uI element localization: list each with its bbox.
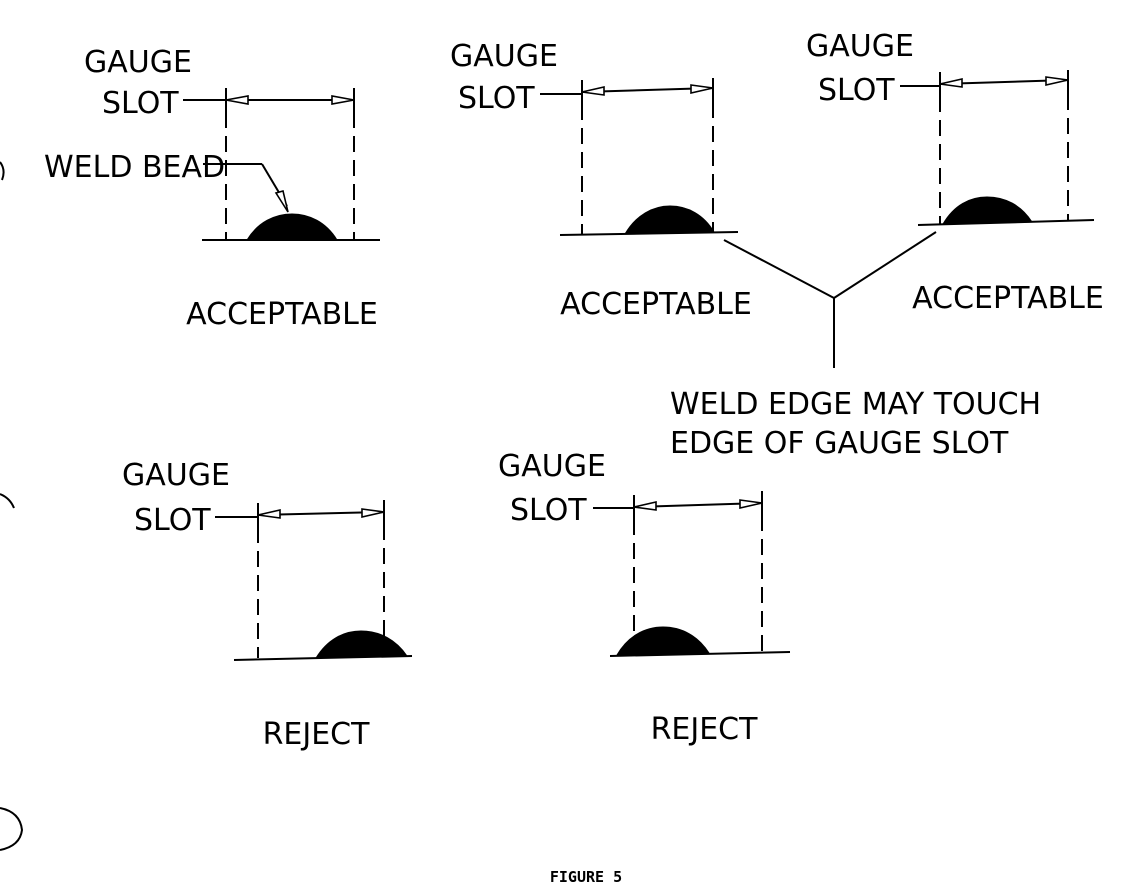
scan-mark [0,161,5,181]
note-line-1: WELD EDGE MAY TOUCH [670,387,1041,422]
slot-label: SLOT [102,86,179,121]
panel-reject-left-overlap: GAUGE SLOT REJECT [498,449,791,747]
note-leader-left [723,239,835,299]
dimension-arrow-right [1045,76,1069,87]
gauge-label-top: GAUGE [806,29,914,64]
weld-bead [624,205,715,235]
dimension-arrow-right [361,508,385,519]
dimension-arrow-left [225,95,249,105]
slot-label: SLOT [458,81,535,116]
slot-label: SLOT [818,73,895,108]
dimension-arrow-left [257,508,281,519]
dimension-arrow-left [633,500,657,511]
weld-bead-arrow [274,190,289,213]
scan-mark [0,807,24,851]
edge-touch-note: WELD EDGE MAY TOUCH EDGE OF GAUGE SLOT [670,231,1041,461]
dimension-arrow-right [739,499,763,510]
panel-reject-right-overlap: GAUGE SLOT REJECT [122,458,413,752]
panel-acceptable-left-edge: GAUGE SLOT ACCEPTABLE [806,29,1104,316]
result-label: ACCEPTABLE [186,297,378,332]
scan-artifacts [0,161,24,851]
result-label: ACCEPTABLE [560,287,752,322]
weld-bead [246,213,338,241]
weld-bead [315,630,408,659]
result-label: ACCEPTABLE [912,281,1104,316]
result-label: REJECT [651,712,759,747]
result-label: REJECT [263,717,371,752]
panel-acceptable-centered: GAUGE SLOT WELD BEAD ACCEPTABLE [44,45,380,332]
gauge-label-top: GAUGE [84,45,192,80]
panel-acceptable-right-edge: GAUGE SLOT ACCEPTABLE [450,39,752,322]
gauge-label-top: GAUGE [122,458,230,493]
gauge-label-top: GAUGE [498,449,606,484]
weld-bead [942,196,1033,225]
weld-bead [616,626,710,656]
weld-bead-label: WELD BEAD [44,150,225,185]
base-line [609,651,791,657]
scan-mark [0,493,15,509]
figure-caption: FIGURE 5 [550,868,622,886]
dimension-arrow-left [581,85,605,96]
dimension-arrow-right [690,84,714,95]
note-leader-right [833,231,937,299]
dimension-arrow-right [331,95,355,105]
note-line-2: EDGE OF GAUGE SLOT [670,426,1009,461]
gauge-label-top: GAUGE [450,39,558,74]
dimension-arrow-left [939,77,963,88]
slot-label: SLOT [510,493,587,528]
slot-label: SLOT [134,503,211,538]
